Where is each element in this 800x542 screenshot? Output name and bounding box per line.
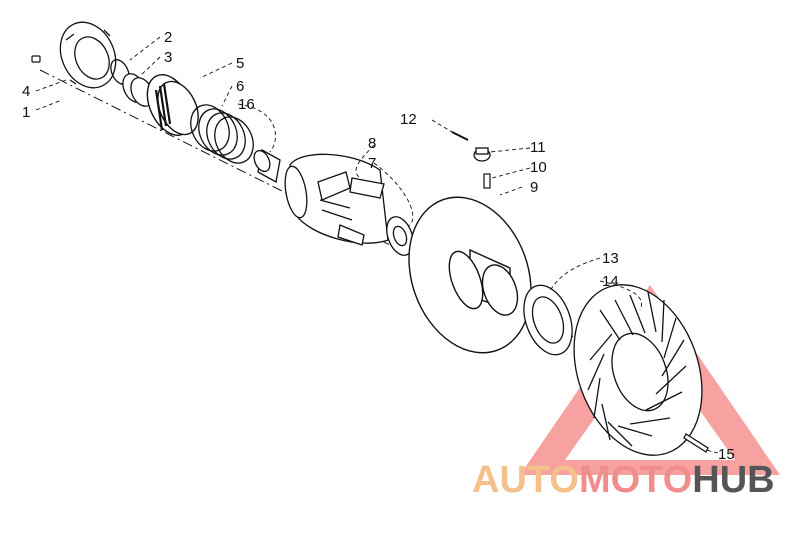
bolt-part <box>683 433 709 453</box>
label-12: 12 <box>400 111 417 128</box>
watermark-hub: HUB <box>692 459 774 501</box>
label-1: 1 <box>22 104 30 121</box>
label-2: 2 <box>164 29 172 46</box>
label-16: 16 <box>238 96 255 113</box>
label-8: 8 <box>368 135 376 152</box>
label-10: 10 <box>530 159 547 176</box>
washer-part <box>386 216 414 256</box>
watermark-auto: AUTO <box>472 459 579 501</box>
pin-part <box>451 131 469 141</box>
watermark-logo: AUTOMOTOHUB <box>472 459 775 501</box>
cap-part <box>473 147 491 162</box>
label-14: 14 <box>602 273 619 290</box>
fan-wheel-part <box>573 284 703 456</box>
label-6: 6 <box>236 78 244 95</box>
gasket-part <box>523 284 573 356</box>
label-5: 5 <box>236 55 244 72</box>
watermark-moto: MOTO <box>579 459 692 501</box>
svg-text:AUTOMOTOHUB: AUTOMOTOHUB <box>472 459 775 501</box>
sleeve-part <box>253 148 281 184</box>
sheave-part <box>408 196 532 354</box>
helix-part <box>284 153 389 246</box>
cam-ring-part <box>146 74 199 136</box>
label-13: 13 <box>602 250 619 267</box>
screw-part <box>31 55 41 63</box>
spring-part <box>190 104 254 164</box>
label-3: 3 <box>164 49 172 66</box>
label-7: 7 <box>368 155 376 172</box>
label-9: 9 <box>530 179 538 196</box>
end-cover-part <box>59 21 117 89</box>
leader-lines <box>35 36 719 454</box>
label-4: 4 <box>22 83 30 100</box>
small-pin-part <box>483 173 491 189</box>
label-11: 11 <box>530 139 546 156</box>
label-15: 15 <box>718 446 735 463</box>
